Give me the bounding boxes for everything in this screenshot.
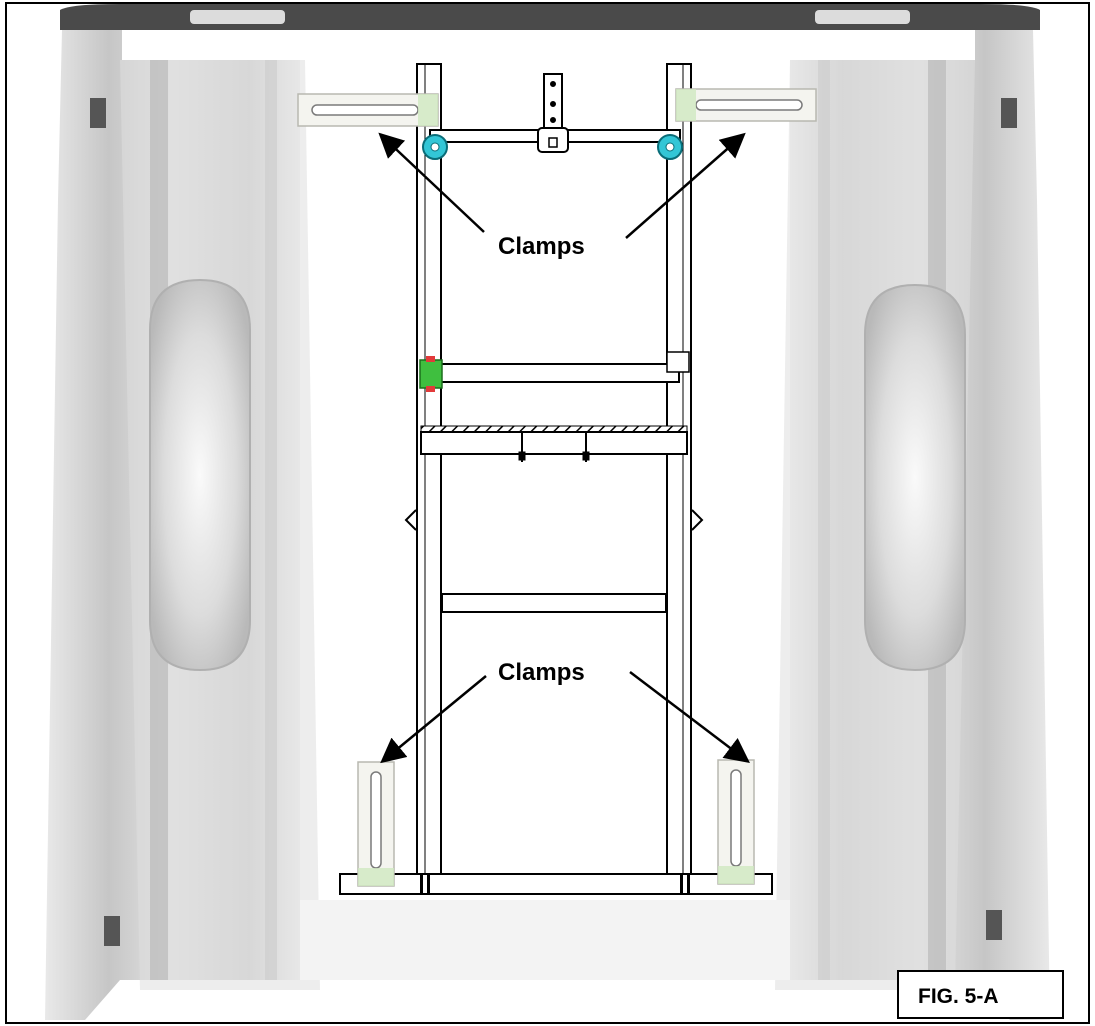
middle-crossbar (440, 363, 680, 383)
latch (419, 356, 443, 392)
tie-down-bottom-right (986, 910, 1002, 940)
tie-down-top-right (1001, 98, 1017, 128)
clamp-top-left (297, 93, 439, 127)
arrow-top-right (625, 132, 746, 239)
tie-down-bottom-left (104, 916, 120, 946)
cross-member (420, 431, 688, 455)
left-upright (416, 63, 442, 875)
rack-frame (339, 63, 773, 895)
top-bracket (537, 73, 569, 153)
lower-crossbar (441, 593, 667, 613)
clamp-top-right (675, 88, 817, 122)
clamp-bottom-right (717, 759, 755, 885)
wheel-well-right (864, 283, 966, 672)
clamp-bottom-left (357, 761, 395, 887)
arrow-bottom-right (629, 671, 750, 764)
callout-arrows (378, 132, 750, 764)
figure-number-box: FIG. 5-A (897, 970, 1064, 1019)
arrow-bottom-left (380, 675, 487, 764)
clamps-label-bottom: Clamps (498, 659, 585, 686)
tie-down-top-left (90, 98, 106, 128)
figure-number: FIG. 5-A (918, 985, 999, 1008)
truck-bed (45, 4, 1050, 1020)
base-rail (339, 873, 773, 895)
bed-front-rail (60, 4, 1040, 30)
left-chevron (404, 509, 417, 531)
arrow-top-left (378, 132, 485, 233)
clamps-label-top: Clamps (498, 233, 585, 260)
wheel-well-left (149, 278, 251, 672)
right-chevron (691, 509, 704, 531)
